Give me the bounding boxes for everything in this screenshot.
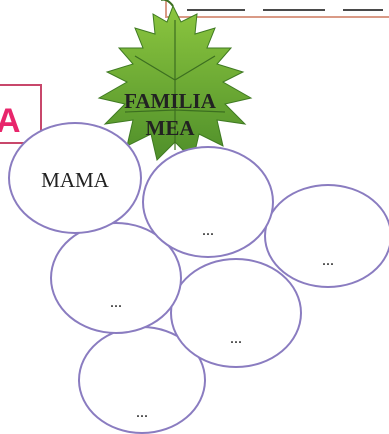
grape-circle-3[interactable]: ... [264, 184, 389, 288]
top-frame-decoration [165, 0, 389, 18]
grape-label: ... [136, 404, 148, 421]
grape-label: MAMA [41, 168, 109, 192]
side-letter: A [0, 102, 21, 140]
title-line-2: MEA [145, 116, 195, 140]
grape-circle-5[interactable]: ... [170, 258, 302, 368]
grape-label: ... [202, 222, 214, 239]
grape-circle-1[interactable]: MAMA [8, 122, 142, 234]
grape-label: ... [322, 252, 334, 269]
grape-circle-2[interactable]: ... [142, 146, 274, 258]
grape-label: ... [110, 294, 122, 311]
title-line-1: FAMILIA [124, 89, 216, 113]
page-title: FAMILIA MEA [100, 88, 240, 142]
grape-leaf-icon [97, 0, 253, 161]
grape-label: ... [230, 330, 242, 347]
